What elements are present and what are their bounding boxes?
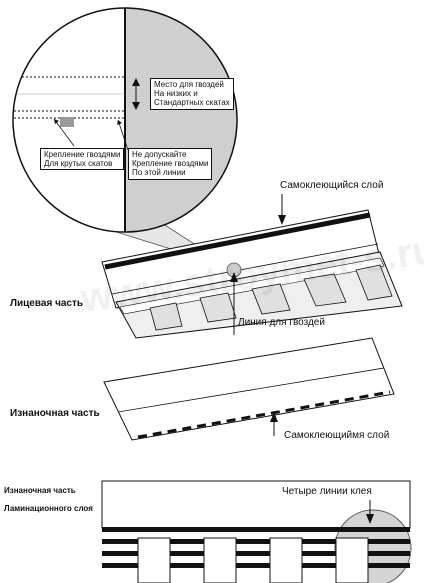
glue-lines	[102, 527, 410, 568]
front-title: Лицевая часть	[10, 298, 84, 309]
front-adhesive-strip	[104, 212, 371, 270]
detail-nail-mark	[60, 117, 74, 127]
back-adhesive-label: Самоклеющиймя слой	[284, 430, 390, 441]
front-tab-cutout	[149, 302, 183, 331]
magnified-detail	[12, 7, 238, 269]
front-tab-cutout	[303, 273, 347, 307]
nail-line-label: Линия для гвоздей	[238, 317, 325, 328]
front-shingle	[101, 194, 403, 339]
detail-dark-half	[125, 8, 237, 232]
laminated-cutouts	[137, 537, 369, 583]
back-adhesive-dashes	[137, 390, 391, 439]
laminated-title-line1: Изнаночная часть	[4, 486, 76, 495]
laminated-title-line2: Ламинационного слоя	[4, 504, 93, 513]
front-tab-cutout	[251, 283, 291, 315]
back-title: Изнаночная часть	[10, 408, 100, 419]
steep-nailing-label: Крепление гвоздями Для крутых скатов	[40, 148, 125, 171]
front-tab-cutout	[355, 264, 393, 301]
laminated-layer	[101, 480, 412, 583]
nail-zone-label: Место для гвоздей На низких и Стандартны…	[150, 78, 234, 110]
no-nail-line-label: Не допускайте Крепление гвоздями По этой…	[128, 148, 213, 180]
back-shingle	[103, 337, 395, 441]
back-shingle-body	[103, 337, 395, 441]
front-tab-cutout	[199, 292, 237, 323]
glue-lines-label: Четыре линии клея	[282, 486, 372, 497]
front-adhesive-label: Самоклеющийся слой	[280, 180, 384, 191]
